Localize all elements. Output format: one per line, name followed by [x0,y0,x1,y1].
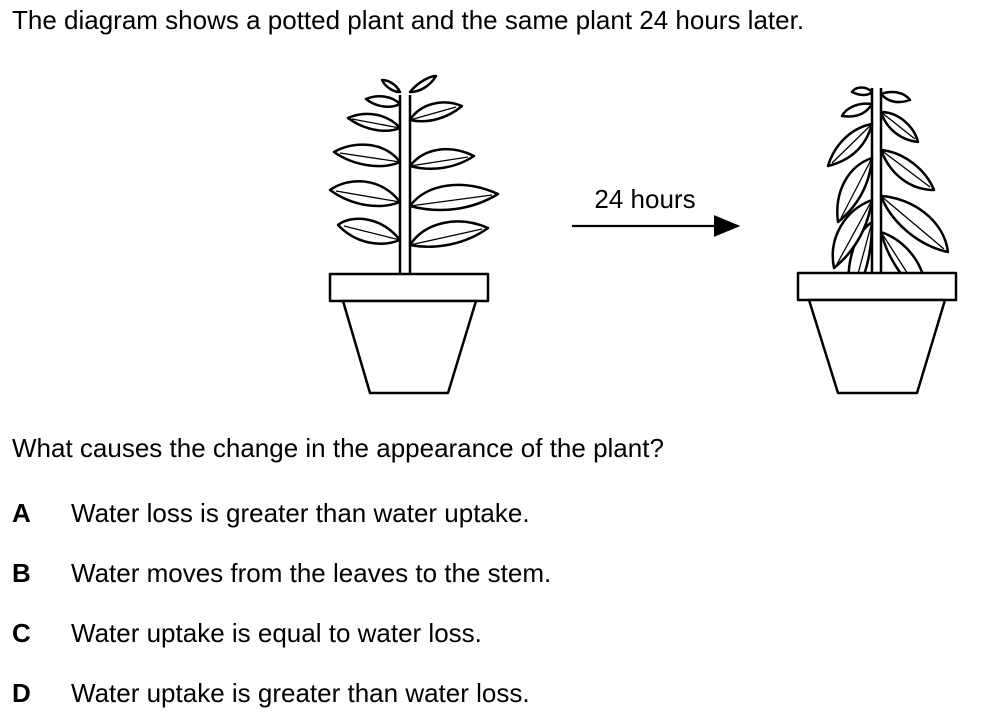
option-text: Water moves from the leaves to the stem. [71,558,552,588]
option-text: Water loss is greater than water uptake. [71,498,530,528]
arrow-label: 24 hours [594,184,695,214]
wilted-stem [870,88,883,273]
option-letter: A [12,498,31,528]
healthy-plant [328,74,500,395]
wilted-leaves [826,86,950,302]
plant-diagram: 24 hours [328,74,958,395]
question-prompt: What causes the change in the appearance… [12,433,664,463]
time-arrow: 24 hours [572,184,741,237]
option-text: Water uptake is greater than water loss. [71,678,530,708]
healthy-pot [328,272,490,395]
healthy-stem [398,95,412,274]
wilted-pot [796,271,958,395]
wilted-plant [796,86,958,395]
intro-text: The diagram shows a potted plant and the… [12,5,805,35]
option-letter: B [12,558,31,588]
option-text: Water uptake is equal to water loss. [71,618,482,648]
option-letter: D [12,678,31,708]
option-letter: C [12,618,31,648]
healthy-leaves [328,74,500,248]
